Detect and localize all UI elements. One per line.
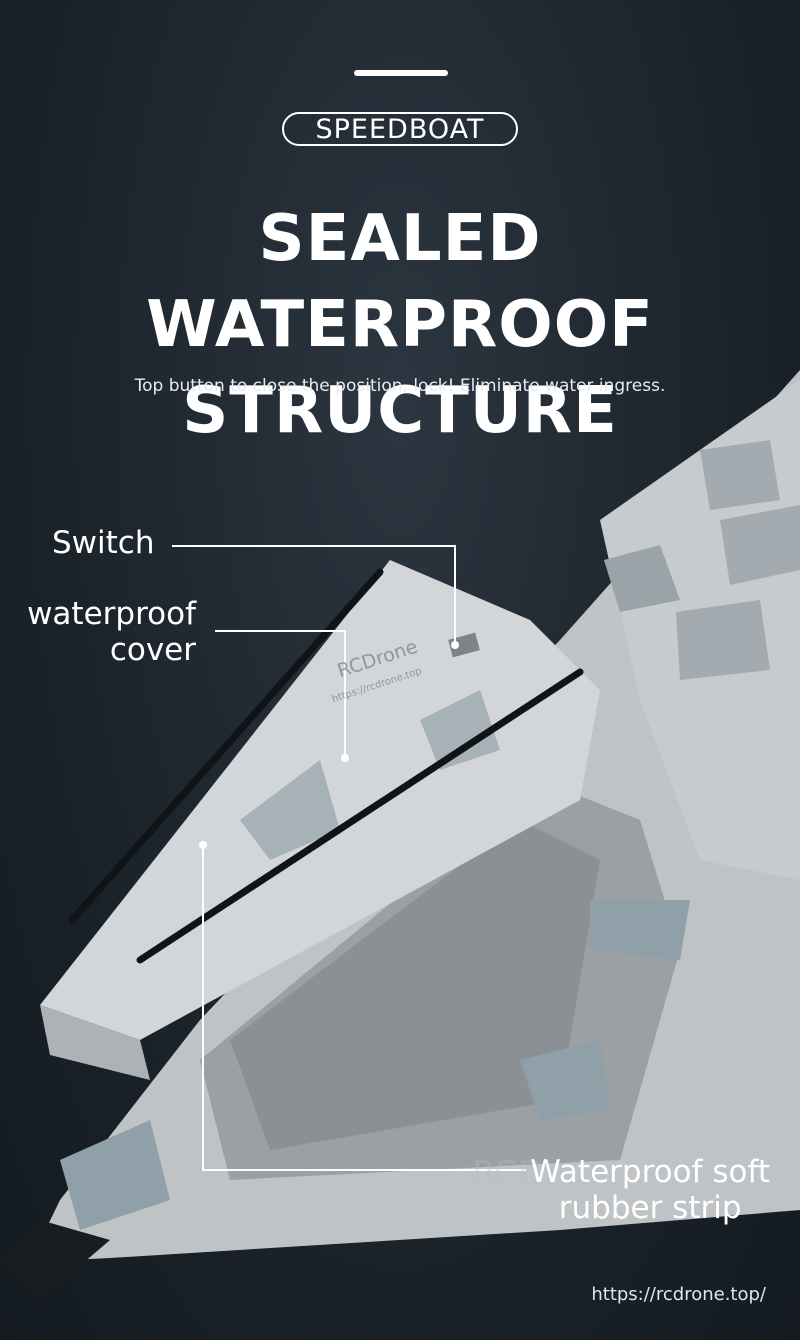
cover-side-face [40, 1005, 150, 1080]
callout-strip-line-1: Waterproof soft [530, 1154, 770, 1190]
callout-cover-line-1: waterproof [27, 596, 196, 632]
callout-dot-cover [341, 754, 349, 762]
callout-cover-line-2: cover [109, 632, 196, 668]
callout-strip-line-2: rubber strip [558, 1190, 742, 1226]
subtitle: Top button to close the position, lock! … [134, 376, 666, 396]
callout-dot-switch [451, 641, 459, 649]
interior-shadow [230, 820, 600, 1150]
bow-tip [0, 1220, 110, 1300]
callout-line-strip [202, 845, 526, 1171]
camo-patch-2 [60, 1120, 170, 1230]
callout-dot-strip [199, 841, 207, 849]
window-3 [700, 440, 780, 510]
headline-line-1: SEALED WATERPROOF [146, 202, 654, 362]
rubber-rail-right [136, 668, 584, 964]
watermark-brand-bottom: RCDrone [472, 1154, 621, 1194]
camo-patch-3 [590, 900, 690, 960]
window-2 [676, 600, 770, 680]
switch-button [448, 632, 480, 658]
top-accent-bar [354, 70, 448, 76]
callout-switch-label: Switch [52, 525, 155, 561]
window-4 [720, 505, 800, 585]
cover-camo [240, 760, 340, 860]
headline-line-2: STRUCTURE [182, 374, 618, 448]
callout-line-switch [172, 545, 456, 645]
callout-strip-label: Waterproof soft rubber strip [530, 1154, 770, 1226]
footer-site-url[interactable]: https://rcdrone.top/ [591, 1284, 766, 1305]
callout-cover-label: waterproof cover [27, 596, 196, 668]
speedboat-badge: SPEEDBOAT [282, 112, 518, 146]
camo-patch-4 [520, 1040, 610, 1120]
page-headline: SEALED WATERPROOF STRUCTURE [0, 196, 800, 454]
cover-camo-2 [420, 690, 500, 770]
window-1 [604, 545, 680, 612]
callout-line-cover [215, 630, 346, 758]
